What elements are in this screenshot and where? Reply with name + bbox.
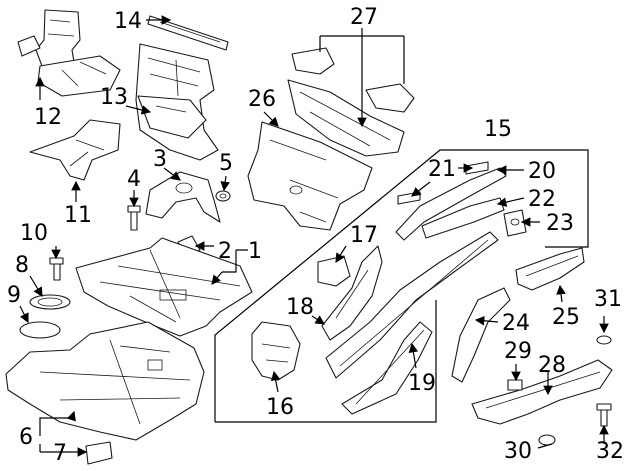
callout-27: 27: [350, 5, 378, 30]
part-10-bolt: [49, 257, 64, 281]
part-24-bracket: [451, 287, 511, 383]
part-25-rail: [515, 247, 585, 291]
callout-18: 18: [286, 295, 314, 320]
callout-14: 14: [114, 9, 142, 34]
callout-20: 20: [528, 159, 556, 184]
part-8-plug: [29, 294, 71, 310]
part-11-bracket: [29, 119, 121, 181]
part-7-cover: [85, 441, 113, 465]
part-4-bolt: [127, 205, 141, 231]
callout-19: 19: [408, 371, 436, 396]
part-18-side-member: [321, 245, 383, 341]
callout-24: 24: [502, 311, 530, 336]
leader-lines: [19, 15, 609, 457]
part-13-frame: [135, 43, 219, 161]
callout-11: 11: [64, 203, 92, 228]
part-22-rail: [421, 197, 505, 239]
callout-12: 12: [34, 105, 62, 130]
callout-8: 8: [15, 253, 29, 278]
callout-21: 21: [428, 157, 456, 182]
callout-7: 7: [53, 441, 67, 466]
callout-5: 5: [219, 151, 233, 176]
callout-10: 10: [20, 221, 48, 246]
part-23-mount: [503, 209, 527, 237]
callout-3: 3: [153, 147, 167, 172]
part-26-floor: [247, 121, 373, 231]
part-28-member: [471, 359, 613, 425]
part-29-clip: [507, 379, 523, 391]
callout-1: 1: [248, 239, 262, 264]
part-14-rail: [147, 15, 229, 51]
part-1-floor-pan: [75, 237, 253, 337]
callout-4: 4: [127, 167, 141, 192]
callout-9: 9: [7, 283, 21, 308]
part-30-nut: [538, 434, 556, 446]
part-16-block: [251, 321, 301, 381]
part-20-rail: [395, 167, 507, 241]
callout-29: 29: [504, 339, 532, 364]
callout-23: 23: [546, 211, 574, 236]
part-3-mount: [145, 171, 221, 223]
part-9-grommet: [19, 321, 61, 339]
group-box-15: [214, 149, 589, 423]
callout-17: 17: [350, 223, 378, 248]
callout-13: 13: [100, 85, 128, 110]
part-31-nut: [596, 335, 612, 345]
callout-6: 6: [19, 425, 33, 450]
callout-32: 32: [596, 439, 624, 464]
part-12-bracket: [17, 9, 121, 97]
callout-22: 22: [528, 187, 556, 212]
callout-31: 31: [594, 287, 622, 312]
callout-28: 28: [538, 353, 566, 378]
callout-16: 16: [266, 395, 294, 420]
part-5-nut: [215, 190, 231, 202]
callout-2: 2: [218, 239, 232, 264]
callout-15: 15: [484, 117, 512, 142]
part-32-bolt: [596, 403, 612, 427]
callout-26: 26: [248, 87, 276, 112]
part-6-panel: [5, 321, 205, 441]
callout-25: 25: [552, 305, 580, 330]
callout-labels: 1 2 3 4 5 6 7 8 9 10 11 12 13 14 15 16 1…: [7, 5, 624, 466]
part-17-bracket: [317, 255, 351, 287]
part-27-crossmember: [287, 47, 415, 157]
callout-30: 30: [504, 439, 532, 464]
